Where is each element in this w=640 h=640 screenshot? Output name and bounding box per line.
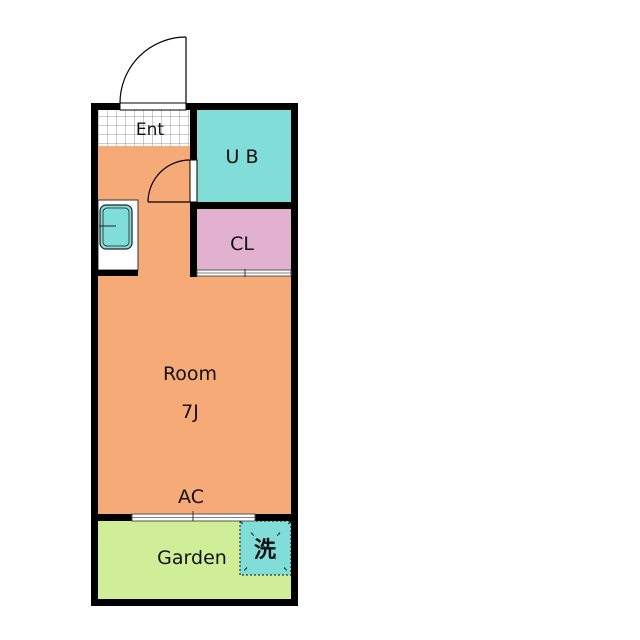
bath-label: U B: [226, 146, 259, 168]
washer-label: 洗: [254, 538, 276, 563]
closet-floor: [197, 209, 291, 270]
room-size-label: 7J: [181, 401, 199, 423]
room-name-label: Room: [163, 363, 217, 385]
bath-door: [147, 159, 198, 203]
bath-floor: [197, 110, 291, 202]
garden-label: Garden: [157, 547, 227, 569]
closet-sliding-door: [196, 269, 292, 277]
entrance-floor: [98, 110, 190, 146]
entrance-label: Ent: [136, 120, 165, 140]
closet-label: CL: [230, 233, 254, 255]
garden-window: [131, 511, 256, 522]
entrance-door: [119, 36, 187, 111]
aircon-label: AC: [178, 486, 204, 508]
kitchen-sink-icon: [97, 199, 139, 271]
walls: [91, 103, 298, 606]
